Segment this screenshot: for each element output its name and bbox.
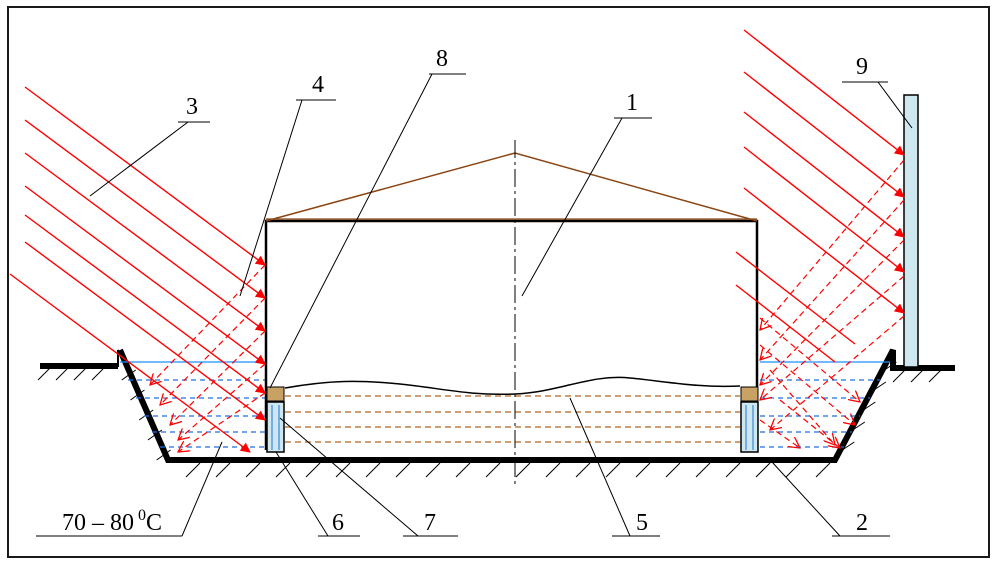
substrate-lines (285, 395, 740, 443)
sun-ray (743, 29, 905, 156)
label-4: 4 (312, 72, 324, 98)
hatch-mark (928, 369, 942, 383)
sun-rays-left (9, 86, 266, 453)
ground-hatching (37, 361, 942, 478)
label-7: 7 (424, 510, 436, 536)
sun-ray (743, 111, 905, 238)
hatch-mark (215, 462, 231, 478)
hatch-mark (91, 367, 105, 381)
reflected-rays-right (759, 159, 905, 448)
right-water-tank (740, 401, 759, 453)
hatch-mark (425, 462, 441, 478)
digester-body (264, 219, 759, 450)
label-1: 1 (626, 90, 638, 116)
reflector-panel (903, 94, 919, 368)
hatch-mark (635, 462, 651, 478)
reflected-ray (759, 419, 800, 448)
reflected-ray (759, 344, 855, 425)
hatch-mark (395, 462, 411, 478)
hatch-mark (755, 462, 771, 478)
reflected-ray (178, 392, 266, 452)
temperature-degree: 0 (138, 507, 146, 524)
sun-ray (743, 187, 905, 314)
reflected-ray (760, 239, 905, 385)
hatch-mark (815, 462, 831, 478)
reflected-ray (779, 399, 840, 448)
hatch-mark (665, 462, 681, 478)
sun-ray (735, 284, 836, 363)
sun-ray (24, 214, 266, 394)
reflected-ray (769, 369, 835, 445)
reflected-ray (760, 275, 905, 400)
hatch-mark (785, 462, 801, 478)
sun-ray (743, 71, 905, 198)
hatch-mark (545, 462, 561, 478)
hatch-mark (910, 369, 924, 383)
water-level-lines (120, 361, 890, 448)
label-9: 9 (856, 54, 868, 80)
hatch-mark (455, 462, 471, 478)
hatch-mark (335, 462, 351, 478)
sun-ray (735, 251, 856, 345)
hatch-mark (245, 462, 261, 478)
reflected-rays-left (150, 264, 266, 452)
label-6: 6 (332, 510, 344, 536)
temperature-unit: C (146, 510, 162, 536)
hatch-mark (515, 462, 531, 478)
label-2: 2 (856, 510, 868, 536)
sun-ray (24, 119, 266, 299)
substrate-surface (284, 376, 741, 396)
reflected-ray (150, 264, 266, 385)
label-5: 5 (636, 510, 648, 536)
left-seal-block (266, 386, 285, 402)
sun-ray (24, 86, 266, 266)
hatch-mark (365, 462, 381, 478)
diagram-frame (7, 6, 990, 558)
hatch-mark (275, 462, 291, 478)
reflected-ray (759, 317, 860, 402)
reflected-ray (760, 199, 905, 360)
hatch-mark (55, 367, 69, 381)
hatch-mark (305, 462, 321, 478)
left-water-tank (266, 401, 285, 453)
hatch-mark (695, 462, 711, 478)
hatch-mark (37, 367, 51, 381)
label-3: 3 (186, 94, 198, 120)
sun-rays-right (735, 29, 905, 363)
reflected-ray (170, 330, 266, 425)
sun-ray (9, 273, 251, 453)
reflected-ray (160, 297, 266, 405)
label-8: 8 (436, 46, 448, 72)
hatch-mark (485, 462, 501, 478)
sun-ray (24, 152, 266, 332)
right-seal-block (740, 386, 759, 402)
sun-ray (24, 241, 266, 421)
hatch-mark (73, 367, 87, 381)
hatch-mark (185, 462, 201, 478)
hatch-mark (892, 369, 906, 383)
temperature-range: 70 – 80 (62, 510, 134, 536)
hatch-mark (725, 462, 741, 478)
hatch-mark (575, 462, 591, 478)
reflected-ray (760, 159, 905, 330)
hatch-mark (605, 462, 621, 478)
leader-lines (36, 73, 913, 537)
sun-ray (24, 185, 266, 365)
pit-bottom (40, 348, 955, 463)
sun-ray (743, 146, 905, 273)
digester-roof (265, 152, 758, 222)
